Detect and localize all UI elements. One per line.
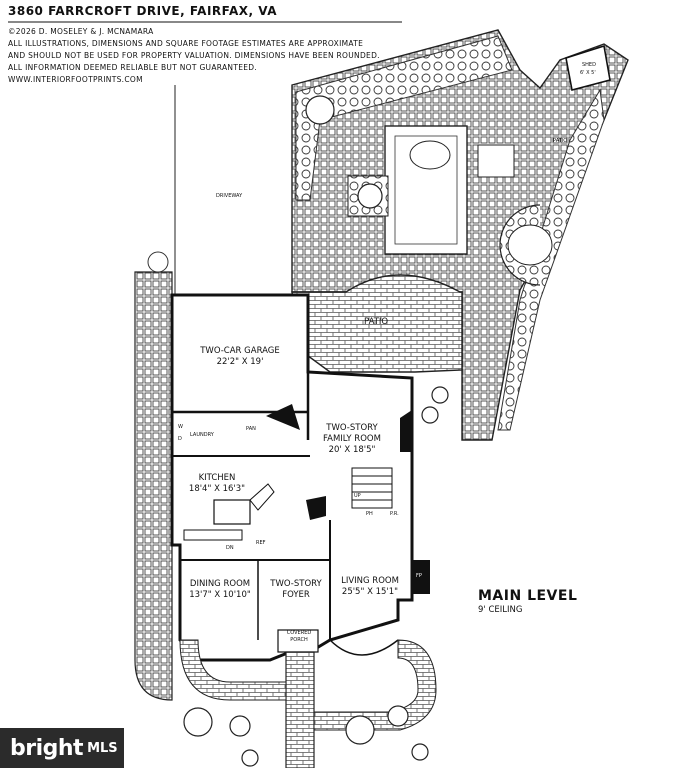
living-room-dimensions: 25'5" X 15'1" xyxy=(341,587,399,597)
address-title: 3860 FARRCROFT DRIVE, FAIRFAX, VA xyxy=(8,4,278,18)
mls-watermark: bright MLS xyxy=(0,728,124,768)
patio-main xyxy=(291,274,463,373)
dining-room-name: DINING ROOM xyxy=(189,579,251,589)
kitchen-dimensions: 18'4" X 16'3" xyxy=(188,484,246,494)
powder-room-label: P.R. xyxy=(390,511,399,517)
garage-name: TWO-CAR GARAGE xyxy=(200,346,280,356)
front-walk xyxy=(179,639,437,768)
refrigerator-label: REF xyxy=(256,540,266,546)
phone-label: PH xyxy=(366,511,373,517)
living-room-name: LIVING ROOM xyxy=(341,576,399,586)
fireplace-label: FP xyxy=(416,573,422,579)
kitchen-name: KITCHEN xyxy=(198,473,236,483)
ceiling-height: 9' CEILING xyxy=(478,605,523,615)
porch-label-2: PORCH xyxy=(290,637,308,643)
garage-dimensions: 22'2" X 19' xyxy=(216,357,264,367)
side-garden xyxy=(134,251,173,701)
dryer-label: D xyxy=(178,436,182,442)
stair-up-label: UP xyxy=(354,493,361,499)
shed xyxy=(565,44,611,91)
website-line: WWW.INTERIORFOOTPRINTS.COM xyxy=(8,75,143,84)
disclaimer-line-3: ALL INFORMATION DEEMED RELIABLE BUT NOT … xyxy=(8,63,258,72)
dining-room-dimensions: 13'7" X 10'10" xyxy=(189,590,251,600)
driveway xyxy=(174,85,293,295)
family-room-name-2: FAMILY ROOM xyxy=(323,434,381,444)
family-room-dimensions: 20' X 18'5" xyxy=(328,445,376,455)
rear-hardscape xyxy=(291,29,629,441)
driveway-label: DRIVEWAY xyxy=(216,193,243,199)
level-title: MAIN LEVEL xyxy=(478,588,578,604)
foyer-name-1: TWO-STORY xyxy=(270,579,322,589)
shed-label: SHED xyxy=(582,62,596,68)
stair-down-label: DN xyxy=(226,545,234,551)
family-room-name-1: TWO-STORY xyxy=(326,423,378,433)
watermark-suffix: MLS xyxy=(87,740,118,756)
watermark-brand: bright xyxy=(10,735,84,761)
copyright-line: ©2026 D. MOSELEY & J. MCNAMARA xyxy=(8,27,154,36)
patio-label: PATIO xyxy=(364,317,389,327)
pantry-label: PAN xyxy=(246,426,256,432)
trees xyxy=(183,95,449,767)
washer-label: W xyxy=(178,424,183,430)
disclaimer-line-2: AND SHOULD NOT BE USED FOR PROPERTY VALU… xyxy=(8,51,380,60)
foyer-name-2: FOYER xyxy=(282,590,310,600)
laundry-label: LAUNDRY xyxy=(190,432,214,438)
porch-label-1: COVERED xyxy=(286,630,312,636)
upper-patio-label: PATIO xyxy=(553,138,568,144)
shed-dimensions: 6' X 5' xyxy=(580,70,596,76)
disclaimer-line-1: ALL ILLUSTRATIONS, DIMENSIONS AND SQUARE… xyxy=(8,39,364,48)
